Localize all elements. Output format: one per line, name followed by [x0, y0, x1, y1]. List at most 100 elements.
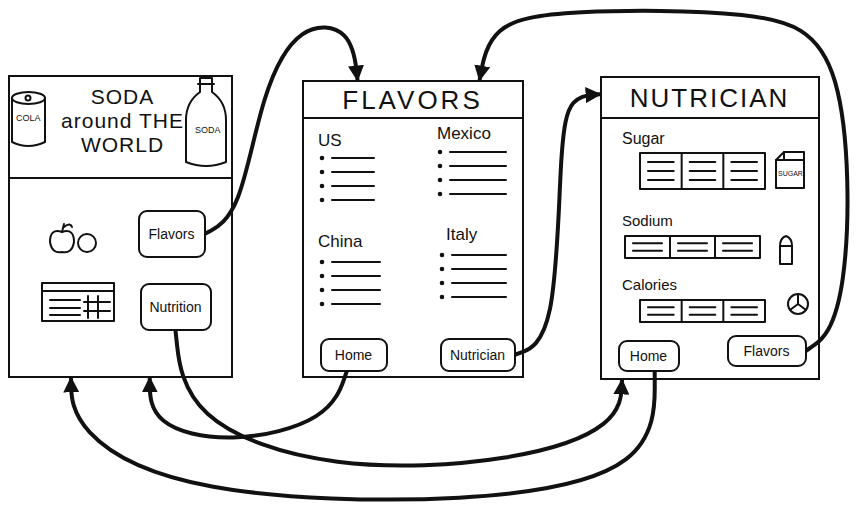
- bullet-list-lines: [439, 179, 442, 182]
- nutrition-table: [731, 179, 757, 181]
- bullet-list-lines: [452, 254, 506, 256]
- salt-shaker-icon: [780, 236, 792, 264]
- table-icon: [42, 290, 114, 292]
- bullet-list-lines: [321, 199, 324, 202]
- pie-icon: [797, 294, 799, 304]
- nutrition-table: [714, 236, 716, 258]
- table-icon: [84, 301, 110, 303]
- sugar-box-icon: [776, 159, 804, 161]
- soda-bottle-icon: [198, 83, 214, 85]
- table-icon: [97, 296, 99, 318]
- button-label: Flavors: [744, 343, 790, 359]
- salt-shaker-icon: [780, 236, 792, 264]
- button-label: Nutrician: [450, 347, 505, 363]
- bullet-list-lines: [332, 199, 374, 201]
- section-heading: Sodium: [622, 213, 673, 228]
- nutrition-table: [681, 153, 683, 189]
- nutrition-table: [669, 236, 671, 258]
- button-label: Nutrition: [149, 299, 201, 315]
- nutrition-table: [648, 314, 674, 316]
- navigation-arrow: [516, 94, 601, 354]
- screen-title: FLAVORS: [304, 86, 521, 116]
- navigation-arrow: [71, 372, 655, 500]
- home-screen: SODA around THE WORLD FlavorsNutrition: [8, 75, 233, 378]
- sugar-box-icon: [783, 152, 785, 160]
- screen-title: SODA around THE WORLD: [55, 85, 190, 157]
- bullet-list-lines: [450, 179, 506, 181]
- nutrition-table: [648, 161, 674, 163]
- nutrition-table: [640, 153, 765, 189]
- section-heading: Sugar: [622, 131, 665, 147]
- bullet-list-lines: [450, 193, 506, 195]
- nutrition-table: [722, 153, 724, 189]
- bullet-list-lines: [450, 151, 506, 153]
- bullet-list-lines: [332, 261, 380, 263]
- bullet-list-lines: [441, 254, 444, 257]
- bullet-list-lines: [439, 151, 442, 154]
- nav-button: Flavors: [727, 335, 807, 367]
- nutrition-table: [731, 314, 757, 316]
- button-label: Home: [335, 347, 372, 363]
- fruit-icon: [62, 224, 64, 232]
- bullet-list-lines: [452, 296, 506, 298]
- nutrition-table: [678, 242, 707, 244]
- bullet-list-lines: [321, 157, 324, 160]
- wireframe-illustration: [9, 78, 819, 322]
- bullet-list-lines: [321, 185, 324, 188]
- nav-button: Home: [320, 338, 388, 372]
- bullet-list-lines: [332, 275, 380, 277]
- nav-button: Nutrition: [140, 283, 212, 331]
- header-rule: [601, 117, 819, 119]
- nav-button: Home: [618, 340, 680, 372]
- header-rule: [9, 177, 232, 179]
- bullet-list-lines: [441, 296, 444, 299]
- table-icon: [50, 299, 80, 301]
- box-label: SUGAR: [778, 170, 803, 177]
- header-rule: [303, 117, 523, 119]
- nutrition-table: [722, 300, 724, 322]
- fruit-icon: [78, 234, 96, 252]
- cola-can-icon: [26, 96, 31, 101]
- cola-can-icon: [12, 92, 45, 146]
- bullet-list-lines: [332, 303, 380, 305]
- table-icon: [84, 310, 110, 312]
- nutrition-table: [731, 161, 757, 163]
- pie-icon: [790, 304, 798, 310]
- nutrition-table: [690, 306, 716, 308]
- bullet-list-lines: [332, 289, 380, 291]
- bottle-label: SODA: [195, 126, 221, 135]
- salt-shaker-icon: [780, 245, 792, 247]
- pie-icon: [798, 304, 806, 310]
- bullet-list-lines: [321, 151, 506, 306]
- section-heading: US: [318, 132, 342, 149]
- nutrition-table: [633, 242, 662, 244]
- nutrition-table: [731, 170, 757, 172]
- soda-bottle-icon: [186, 78, 226, 166]
- bullet-list-lines: [321, 171, 324, 174]
- navigation-arrow: [206, 27, 358, 233]
- bullet-list-lines: [332, 171, 374, 173]
- navigation-arrow: [480, 11, 848, 351]
- section-heading: Calories: [622, 277, 677, 292]
- section-heading: China: [318, 233, 362, 250]
- soda-bottle-icon: [186, 78, 226, 166]
- nutrition-table: [648, 306, 674, 308]
- bullet-list-lines: [441, 282, 444, 285]
- button-label: Flavors: [149, 226, 195, 242]
- pie-icon: [788, 294, 808, 314]
- table-icon: [42, 283, 114, 321]
- bullet-list-lines: [450, 165, 506, 167]
- bullet-list-lines: [332, 185, 374, 187]
- bullet-list-lines: [441, 268, 444, 271]
- nutrition-table: [690, 179, 716, 181]
- navigation-arrow: [176, 331, 623, 466]
- nav-button: Nutrician: [440, 338, 516, 372]
- nutrition-table: [625, 236, 760, 258]
- cola-can-icon: [12, 92, 45, 104]
- nutrition-table: [640, 300, 765, 322]
- bullet-list-lines: [321, 261, 324, 264]
- pie-icon: [788, 294, 808, 314]
- sugar-box-icon: [776, 152, 804, 188]
- navigation-arrow: [150, 372, 347, 438]
- nutrition-screen: NUTRICIANHomeFlavors: [600, 76, 820, 380]
